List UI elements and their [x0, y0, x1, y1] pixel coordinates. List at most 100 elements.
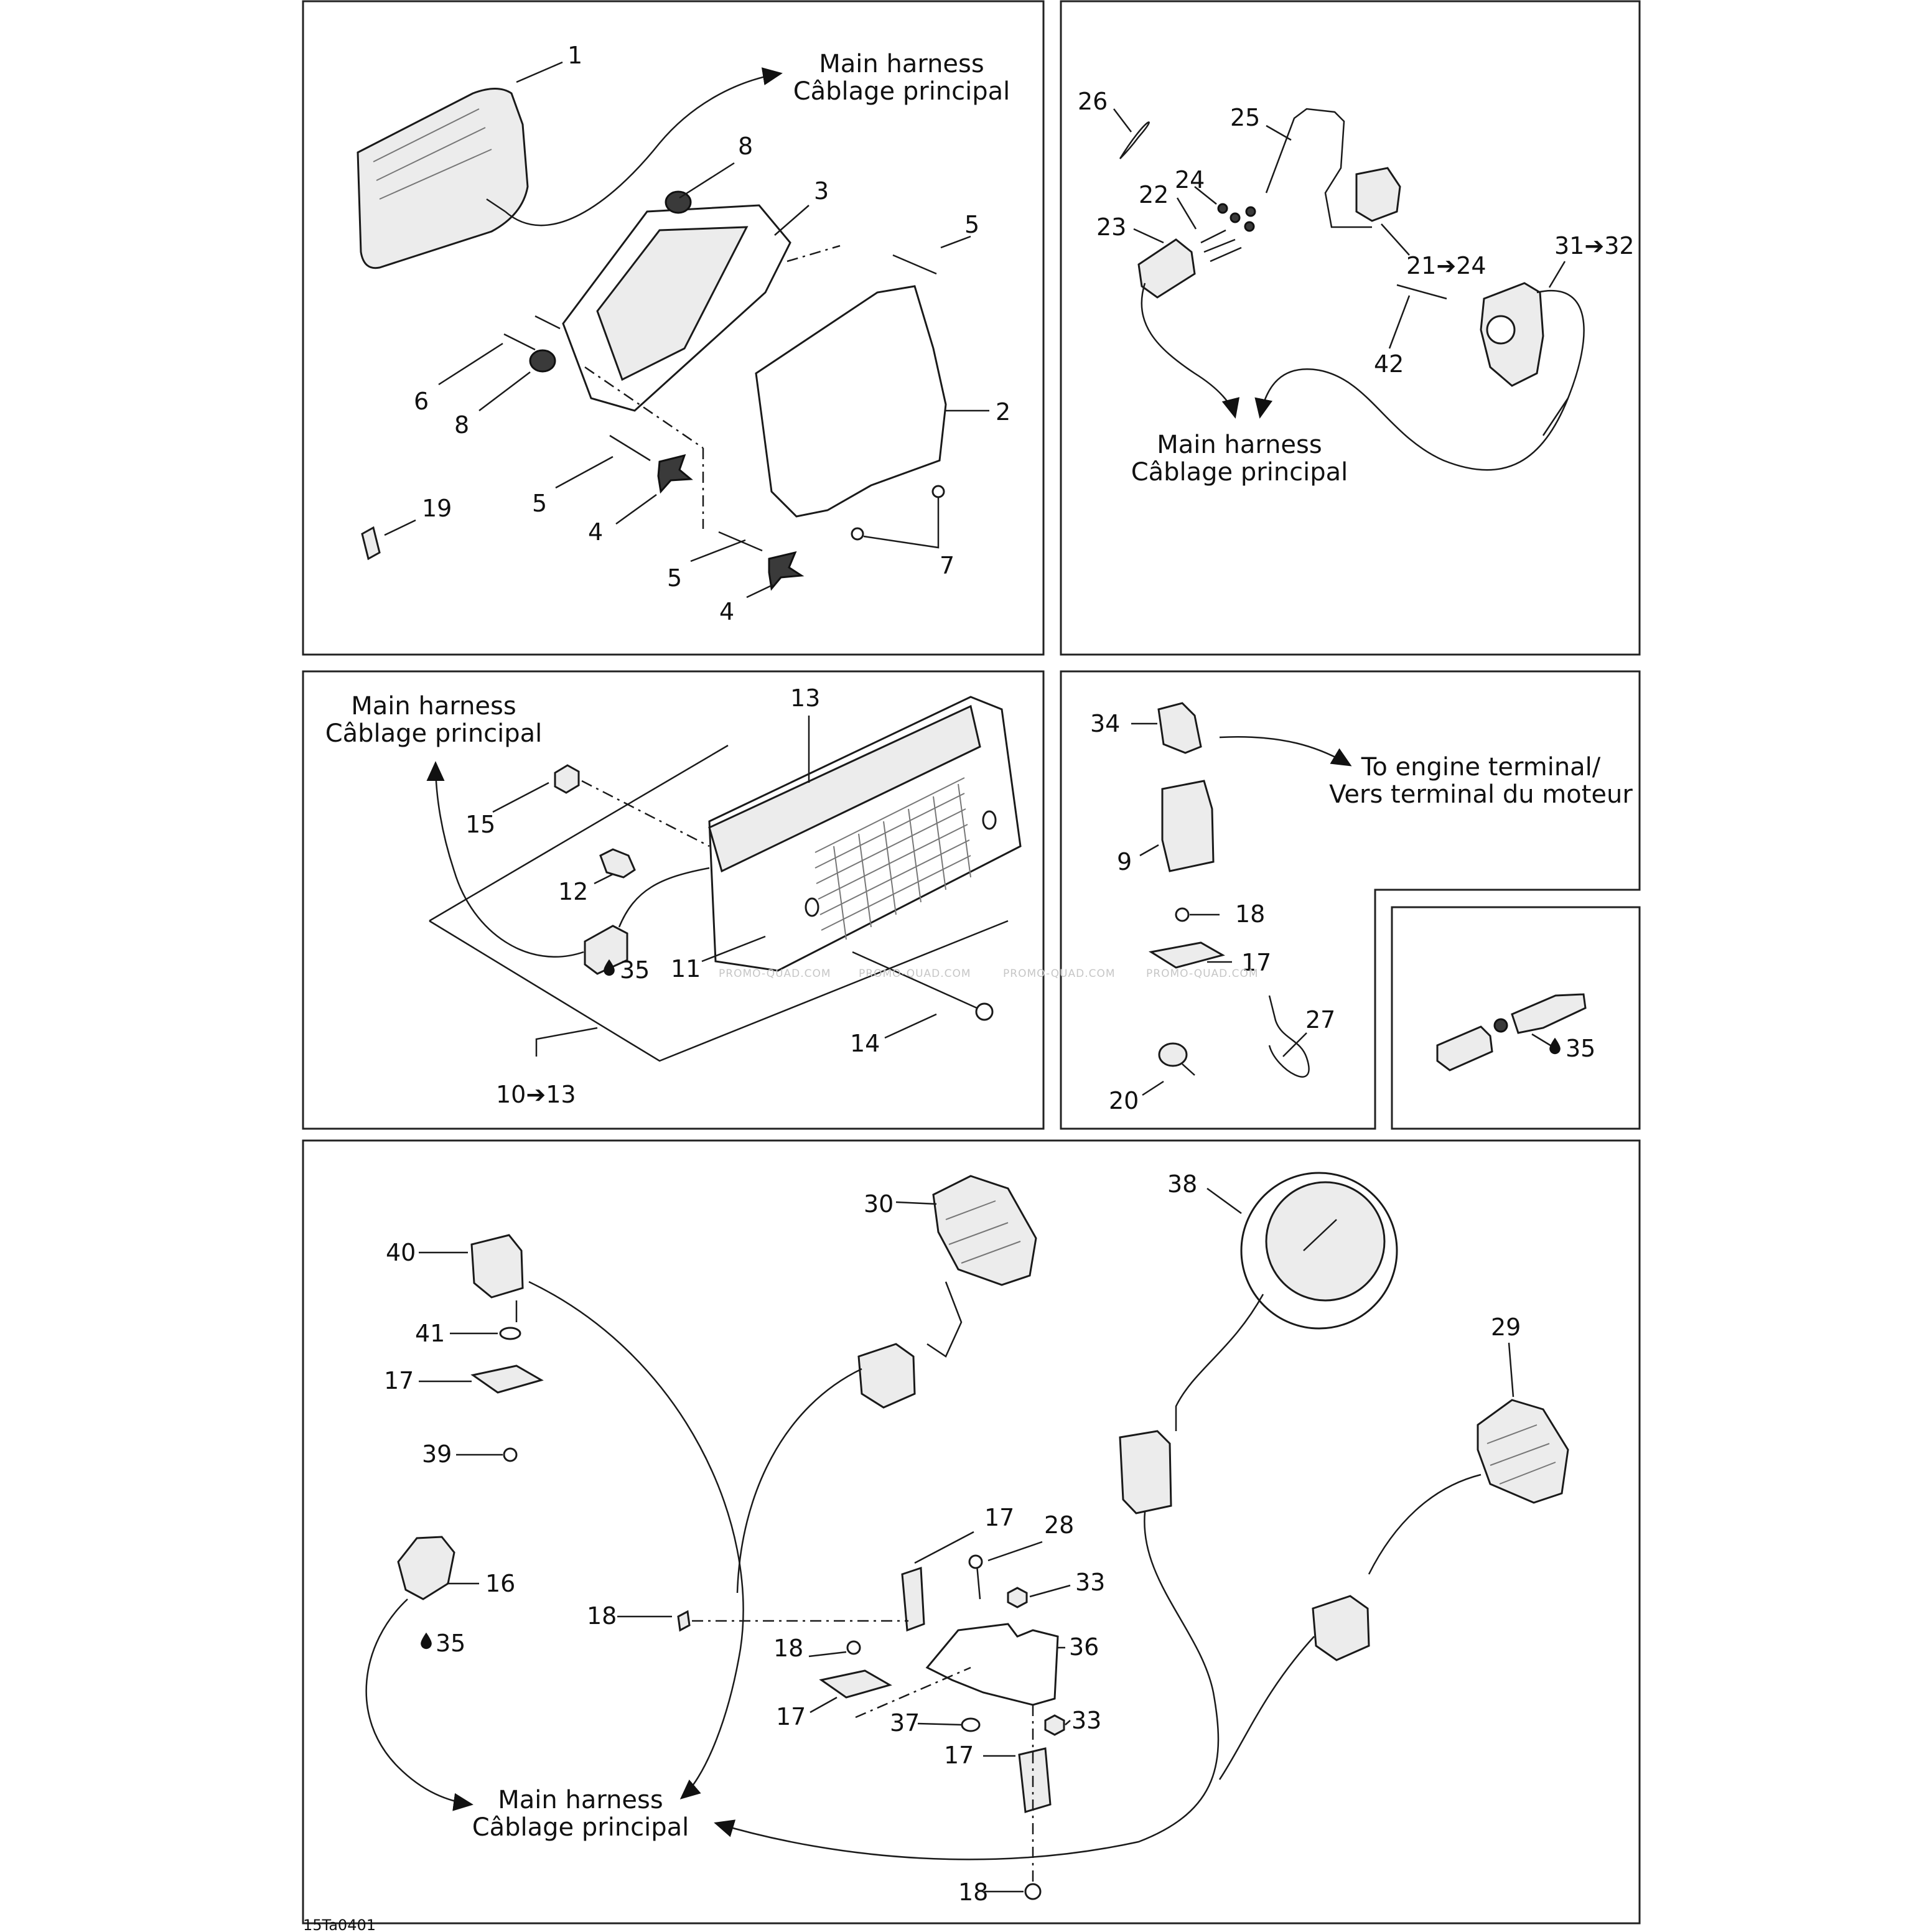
callout-17: 17	[1241, 949, 1271, 976]
engine-note-fr: Vers terminal du moteur	[1329, 780, 1633, 809]
knob	[657, 454, 693, 494]
nut-15	[554, 764, 580, 794]
callout-15: 15	[465, 811, 495, 838]
callout-4: 4	[588, 518, 603, 546]
callout-14: 14	[850, 1030, 880, 1057]
harness-note-4-fr: Câblage principal	[472, 1813, 689, 1842]
cable-tie-26	[1119, 121, 1150, 159]
callout-6: 6	[414, 388, 429, 415]
callout-27: 27	[1305, 1006, 1335, 1034]
callout-2: 2	[996, 398, 1010, 426]
watermark-2: PROMO-QUAD.COM	[859, 968, 971, 980]
screw-14	[852, 951, 978, 1009]
callout-22: 22	[1139, 181, 1169, 208]
connector-29	[1312, 1595, 1370, 1661]
callout-18d: 18	[958, 1878, 988, 1906]
callout-28: 28	[1044, 1511, 1074, 1539]
connectors-assembly	[1131, 702, 1352, 1096]
callout-40: 40	[386, 1239, 416, 1266]
callout-numbers: 1 8 3 5 2 6 8 5 19 4 5 7 4 26 25 24 22 2…	[384, 42, 1635, 1906]
panel-switches	[1060, 0, 1641, 656]
watermarks: PROMO-QUAD.COM PROMO-QUAD.COM PROMO-QUAD…	[719, 968, 1259, 980]
bulb-12	[599, 848, 636, 879]
oil-drop-icon	[1549, 1037, 1561, 1055]
switch-30	[932, 1175, 1037, 1286]
harness-notes: Main harness Câblage principal Main harn…	[325, 50, 1633, 1842]
callout-18b: 18	[587, 1602, 617, 1630]
harness-note-3-fr: Câblage principal	[325, 719, 543, 748]
cable-tie-27	[1268, 995, 1310, 1078]
callout-26: 26	[1078, 88, 1108, 115]
connector-40	[470, 1234, 524, 1299]
clip-17-left	[470, 1365, 544, 1394]
connector-taillight	[584, 925, 628, 975]
callout-8b: 8	[454, 411, 469, 439]
clip-17-upper	[901, 1566, 925, 1632]
watermark-4: PROMO-QUAD.COM	[1146, 968, 1259, 980]
callout-13: 13	[790, 684, 820, 712]
callout-24: 24	[1175, 166, 1205, 194]
callout-37: 37	[890, 1709, 920, 1737]
grommet	[665, 190, 692, 214]
grommet	[529, 349, 556, 373]
callout-23: 23	[1096, 213, 1126, 241]
panel-terminal	[1391, 906, 1641, 1130]
indicator-16	[397, 1536, 455, 1600]
callout-20: 20	[1109, 1087, 1139, 1114]
callout-30: 30	[864, 1190, 894, 1218]
clip-19	[361, 526, 381, 561]
gauges-assembly	[365, 1172, 1569, 1900]
lens-grid	[814, 777, 971, 940]
harness-note-1-fr: Câblage principal	[793, 77, 1010, 106]
callout-36: 36	[1069, 1633, 1099, 1661]
washer-41	[499, 1327, 521, 1340]
callout-17c: 17	[384, 1367, 414, 1394]
clip-17	[1148, 941, 1225, 969]
clip-17-bottom	[1018, 1747, 1052, 1813]
taillight-assembly	[426, 696, 1022, 1062]
panel-gauges	[302, 1139, 1641, 1925]
callout-31-32: 31➔32	[1554, 232, 1635, 259]
panel-headlight	[302, 0, 1045, 656]
switch-29	[1477, 1399, 1569, 1504]
callout-17f: 17	[944, 1742, 974, 1769]
callout-33b: 33	[1071, 1707, 1101, 1734]
callout-10-13: 10➔13	[496, 1081, 576, 1108]
engine-note-en: To engine terminal/	[1361, 753, 1601, 782]
callout-5c: 5	[667, 564, 682, 592]
callout-8: 8	[738, 133, 753, 160]
callout-17d: 17	[984, 1504, 1014, 1531]
callout-21-24: 21➔24	[1406, 252, 1486, 279]
callout-7: 7	[940, 552, 954, 579]
harness-note-3-en: Main harness	[351, 692, 516, 721]
callout-39: 39	[422, 1440, 452, 1468]
holder-9	[1161, 780, 1215, 872]
callout-12: 12	[558, 878, 588, 905]
harness-note-2-fr: Câblage principal	[1131, 458, 1348, 487]
switches-assembly	[1113, 108, 1585, 471]
bracket-36	[925, 1623, 1059, 1706]
terminal-34	[1157, 702, 1202, 754]
oil-drop-icon	[421, 1632, 432, 1650]
key-switch	[1355, 167, 1401, 222]
callout-33: 33	[1075, 1569, 1105, 1596]
panel-frames	[302, 0, 1641, 1925]
figure-ref: 15Ta0401	[303, 1916, 376, 1932]
terminal-pin	[1436, 1025, 1493, 1071]
callout-5b: 5	[532, 490, 547, 517]
callout-18: 18	[1235, 900, 1265, 928]
callout-1: 1	[567, 42, 582, 69]
callout-38: 38	[1167, 1170, 1197, 1198]
watermark-1: PROMO-QUAD.COM	[719, 968, 831, 980]
terminal-assembly	[1436, 993, 1587, 1071]
callout-35-b: 35	[1566, 1035, 1595, 1062]
callout-5: 5	[964, 211, 979, 238]
callout-42: 42	[1374, 350, 1404, 378]
callout-29: 29	[1491, 1314, 1521, 1341]
clip-17-lower	[819, 1669, 892, 1699]
callout-19: 19	[422, 495, 452, 522]
harness-note-4-en: Main harness	[498, 1786, 663, 1814]
callout-41: 41	[415, 1320, 445, 1347]
headlight-assembly	[357, 61, 989, 599]
